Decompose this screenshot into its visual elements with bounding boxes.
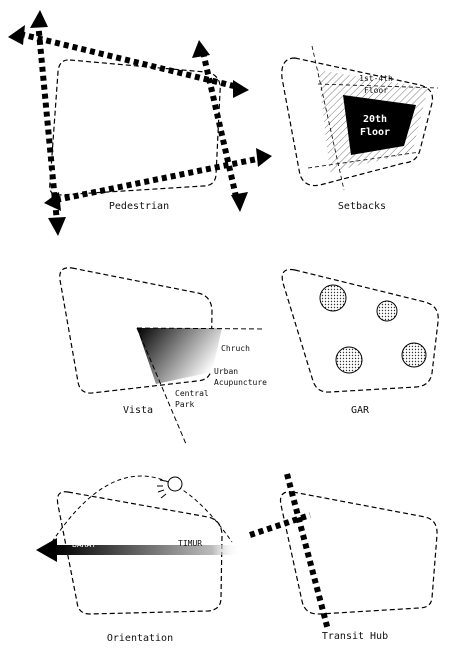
caption-orientation: Orientation [107,633,173,644]
caption-setbacks: Setbacks [338,201,386,212]
setback-lines [307,45,439,191]
tower-footprint [343,95,416,155]
arrow-icon [36,538,57,562]
label-west: BARAT [72,540,96,549]
view-cone [137,328,222,384]
site-outline [279,491,438,615]
label-urban-1: Urban [214,367,238,376]
label-lower-floors-2: Floor [364,86,388,95]
site-outline [281,268,439,393]
label-church: Chruch [221,344,250,353]
label-east: TIMUR [178,539,202,548]
label-urban-2: Acupuncture [214,378,267,387]
label-park-1: Central [175,389,209,398]
label-park-2: Park [175,400,194,409]
panel-gar: GAR [281,268,439,416]
sun-path [51,475,233,543]
panel-setbacks: 1st-4th Floor 20th Floor Setbacks [281,45,439,212]
site-outline [49,59,221,196]
label-top-floor-1: 20th [363,114,387,125]
transit-lines [249,473,331,631]
sun-icon [157,476,183,499]
caption-transit-hub: Transit Hub [322,631,388,642]
site-outline [281,57,434,187]
view-lines [136,327,266,445]
arrow-icon [8,10,272,236]
label-top-floor-2: Floor [360,127,390,138]
caption-vista: Vista [123,405,153,416]
panel-vista: Chruch Urban Acupuncture Central Park Vi… [59,267,267,445]
panel-orientation: BARAT TIMUR Orientation [36,475,240,644]
caption-pedestrian: Pedestrian [109,201,169,212]
pedestrian-paths [19,21,263,223]
panel-pedestrian: Pedestrian [8,10,272,236]
caption-gar: GAR [351,405,370,416]
orientation-bar [55,545,240,555]
site-outline [59,267,213,394]
label-lower-floors-1: 1st-4th [359,74,393,83]
green-area [319,284,427,374]
panel-transit-hub: Transit Hub [249,473,438,642]
site-outline [56,491,223,615]
